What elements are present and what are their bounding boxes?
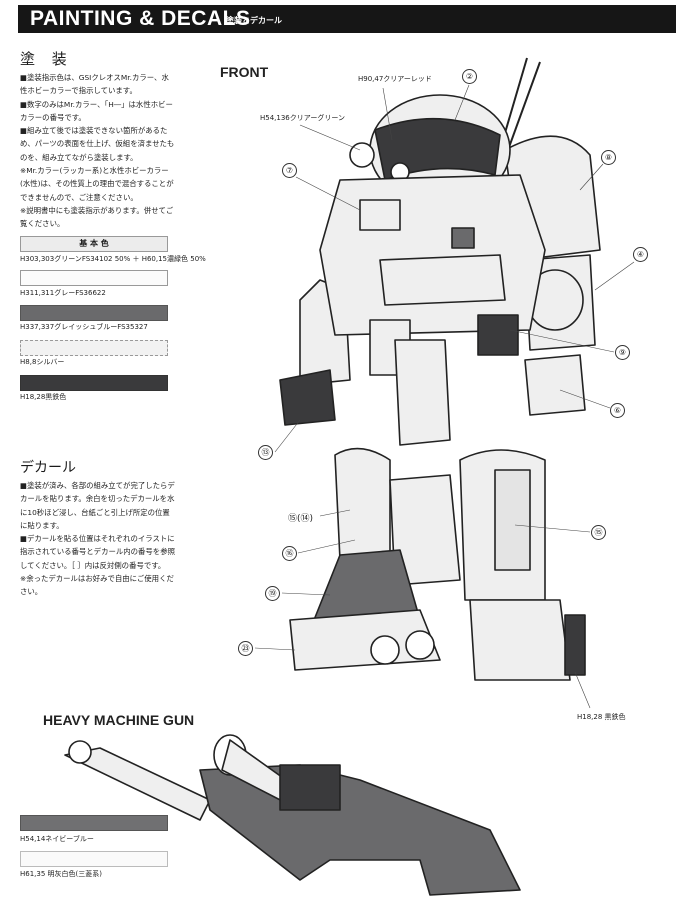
decal-number: ⑮ bbox=[591, 525, 606, 540]
gun-title: HEAVY MACHINE GUN bbox=[43, 712, 195, 728]
color-swatch-greyish-blue bbox=[20, 305, 168, 321]
painting-instructions: ■塗装指示色は、GSIクレオスMr.カラー、水性ホビーカラーで指示しています。 … bbox=[20, 71, 176, 231]
painting-paragraph: ■組み立て後では塗装できない箇所があるため、パーツの表面を仕上げ、仮組を済ませた… bbox=[20, 126, 175, 162]
swatch-label: H8,8シルバー bbox=[20, 358, 65, 366]
swatch-label: H303,303グリーンFS34102 50% ＋ H60,15濃緑色 50% bbox=[20, 255, 206, 263]
painting-paragraph: ※説明書中にも塗装指示があります。併せてご覧ください。 bbox=[20, 205, 174, 229]
painting-paragraph: ■数字のみはMr.カラー、「H―」は水性ホビーカラーの番号です。 bbox=[20, 99, 173, 122]
color-swatch-gunmetal bbox=[20, 375, 168, 391]
swatch-label: H54,14ネイビーブルー bbox=[20, 835, 94, 843]
decal-number: ② bbox=[462, 69, 477, 84]
decal-number: ⑦ bbox=[282, 163, 297, 178]
callout-gunmetal: H18,28 黒鉄色 bbox=[577, 713, 626, 721]
swatch-label: H311,311グレーFS36622 bbox=[20, 289, 106, 297]
decal-number: ⑨ bbox=[615, 345, 630, 360]
color-swatch-grey bbox=[20, 270, 168, 286]
callout-clear-green: H54,136クリアーグリーン bbox=[260, 114, 345, 122]
decal-number: ⑮(⑭) bbox=[288, 514, 314, 524]
decal-number: ⑯ bbox=[282, 546, 297, 561]
decal-paragraph: ■塗装が済み、各部の組み立てが完了したらデカールを貼ります。余白を切ったデカール… bbox=[20, 481, 175, 530]
callout-clear-red: H90,47クリアーレッド bbox=[358, 75, 432, 83]
painting-heading: 塗 装 bbox=[20, 50, 73, 68]
color-swatch-light-grey bbox=[20, 851, 168, 867]
decal-paragraph: ■デカールを貼る位置はそれぞれのイラストに指示されている番号とデカール内の番号を… bbox=[20, 534, 175, 570]
decal-number: ⑥ bbox=[610, 403, 625, 418]
swatch-label: H18,28黒鉄色 bbox=[20, 393, 67, 401]
decal-number: ⑲ bbox=[265, 586, 280, 601]
color-swatch-silver bbox=[20, 340, 168, 356]
painting-paragraph: ※Mr.カラー(ラッカー系)と水性ホビーカラー(水性)は、その性質上の理由で混合… bbox=[20, 166, 174, 202]
decal-paragraph: ※余ったデカールはお好みで自由にご使用ください。 bbox=[20, 574, 174, 597]
decals-heading: デカール bbox=[20, 460, 76, 476]
decal-number: ㉓ bbox=[238, 641, 253, 656]
page-title: PAINTING & DECALS bbox=[30, 7, 251, 30]
decal-instructions: ■塗装が済み、各部の組み立てが完了したらデカールを貼ります。余白を切ったデカール… bbox=[20, 479, 176, 599]
swatch-label: H337,337グレイッシュブルーFS35327 bbox=[20, 323, 148, 331]
decal-number: ⑬ bbox=[258, 445, 273, 460]
page-header: PAINTING & DECALS 塗装とデカール bbox=[18, 5, 676, 33]
painting-paragraph: ■塗装指示色は、GSIクレオスMr.カラー、水性ホビーカラーで指示しています。 bbox=[20, 73, 169, 96]
swatch-label: H61,35 明灰白色(三菱系) bbox=[20, 870, 102, 878]
decal-number: ⑧ bbox=[601, 150, 616, 165]
decal-number: ④ bbox=[633, 247, 648, 262]
page-subtitle: 塗装とデカール bbox=[226, 16, 282, 25]
color-swatch-base: 基 本 色 bbox=[20, 236, 168, 252]
front-title: FRONT bbox=[220, 64, 269, 80]
color-swatch-navy-blue bbox=[20, 815, 168, 831]
